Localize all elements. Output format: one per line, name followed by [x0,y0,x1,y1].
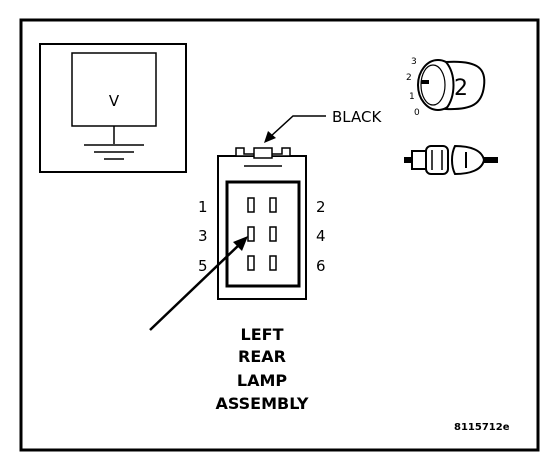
pin-label-6: 6 [316,257,326,275]
title-line-1: LEFT [241,325,284,344]
bulb-socket-icon: 3 2 1 0 2 [406,57,486,118]
figure-id: 8115712e [454,422,510,433]
pin-label-4: 4 [316,227,326,245]
connector-housing [217,147,307,300]
bulb-socket-side-icon [404,144,498,176]
connector-face [225,180,301,288]
title-line-2: REAR [238,347,286,366]
voltmeter-symbol: V [39,43,187,173]
probe-arrow [149,243,241,331]
socket-position-3: 3 [411,57,417,67]
cavity-4 [269,226,277,242]
voltmeter-label: V [109,92,120,110]
connector-color-leader [269,115,326,138]
probe-arrowhead [233,236,248,251]
leader-arrowhead [264,131,276,143]
title-line-4: ASSEMBLY [215,394,308,413]
voltmeter-body [71,52,157,127]
pin-label-5: 5 [198,257,208,275]
cavity-2 [269,197,277,213]
component-title: LEFT REAR LAMP ASSEMBLY [215,325,308,413]
socket-position-1: 1 [409,92,415,102]
socket-position-2: 2 [406,73,412,83]
pin-label-3: 3 [198,227,208,245]
title-line-3: LAMP [237,371,288,390]
pin-label-2: 2 [316,198,326,216]
ground-icon [84,144,144,160]
socket-position-0: 0 [414,108,420,118]
cavity-5 [247,255,255,271]
connector-latch [235,147,291,157]
terminal-cavities [247,197,277,271]
socket-badge: 2 [454,76,468,101]
connector-color-label: BLACK [332,108,382,126]
pin-label-1: 1 [198,198,208,216]
cavity-1 [247,197,255,213]
cavity-3 [247,226,255,242]
cavity-6 [269,255,277,271]
